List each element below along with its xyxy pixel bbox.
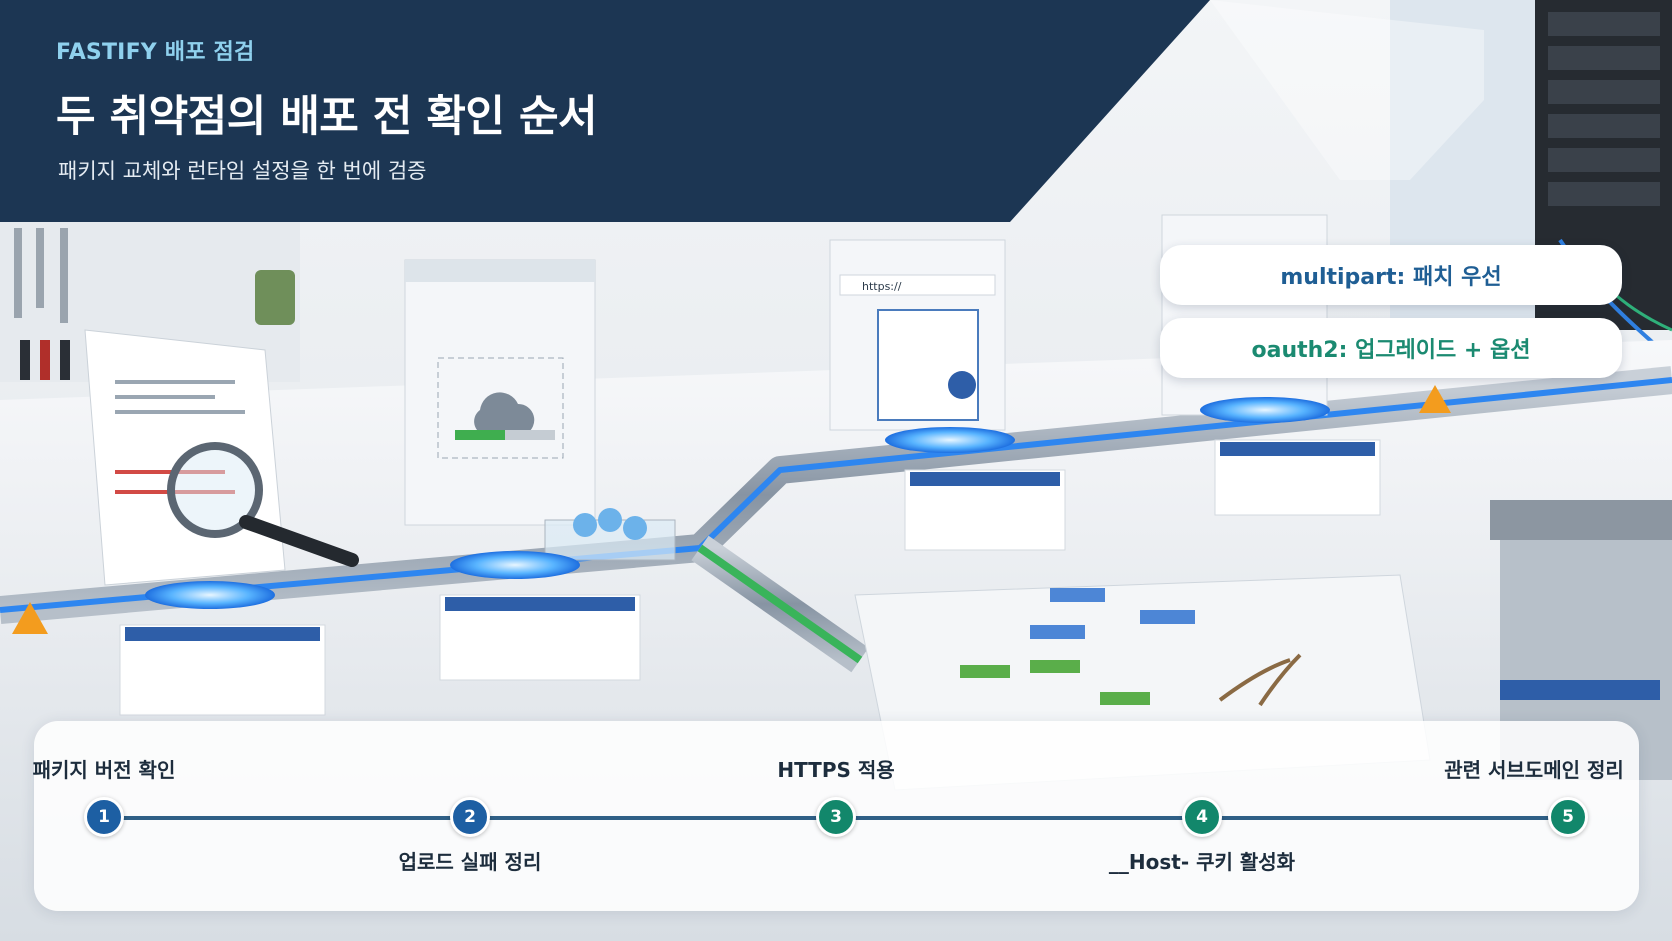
station-upload bbox=[404, 259, 676, 681]
warning-icon bbox=[1419, 385, 1451, 413]
station-document-review bbox=[12, 329, 359, 716]
step-4-label: __Host- 쿠키 활성화 bbox=[1108, 850, 1296, 874]
header-banner: FASTIFY 배포 점검 두 취약점의 배포 전 확인 순서 패키지 교체와 … bbox=[0, 0, 1672, 222]
eyebrow-label: FASTIFY 배포 점검 bbox=[56, 40, 255, 65]
timeline-panel: 패키지 버전 확인 1 업로드 실패 정리 2 HTTPS 적용 3 __Hos… bbox=[32, 721, 1639, 911]
window bbox=[1390, 0, 1540, 380]
printer bbox=[1490, 500, 1672, 780]
warning-icon bbox=[12, 602, 48, 634]
step-2-label: 업로드 실패 정리 bbox=[398, 850, 542, 874]
step-5-marker: 5 bbox=[1548, 797, 1588, 837]
cloud-upload-icon bbox=[474, 392, 535, 434]
step-2-marker: 2 bbox=[450, 797, 490, 837]
page-title: 두 취약점의 배포 전 확인 순서 bbox=[56, 92, 598, 142]
pipeline-track bbox=[0, 366, 1672, 673]
browser-url: https:// bbox=[862, 280, 902, 293]
callout-multipart: multipart: 패치 우선 bbox=[1160, 245, 1622, 305]
station-https: https:// bbox=[829, 239, 1066, 551]
step-3-label: HTTPS 적용 bbox=[777, 758, 895, 782]
callout-oauth2: oauth2: 업그레이드 + 옵션 bbox=[1160, 318, 1622, 378]
step-3-marker: 3 bbox=[816, 797, 856, 837]
step-1-label: 패키지 버전 확인 bbox=[32, 758, 176, 782]
badge-icon bbox=[948, 371, 976, 399]
header-background bbox=[0, 0, 1484, 222]
server-rack bbox=[1535, 0, 1672, 362]
step-5-label: 관련 서브도메인 정리 bbox=[1444, 758, 1624, 782]
step-4-marker: 4 bbox=[1182, 797, 1222, 837]
step-1-marker: 1 bbox=[84, 797, 124, 837]
page-subtitle: 패키지 교체와 런타임 설정을 한 번에 검증 bbox=[58, 159, 427, 183]
